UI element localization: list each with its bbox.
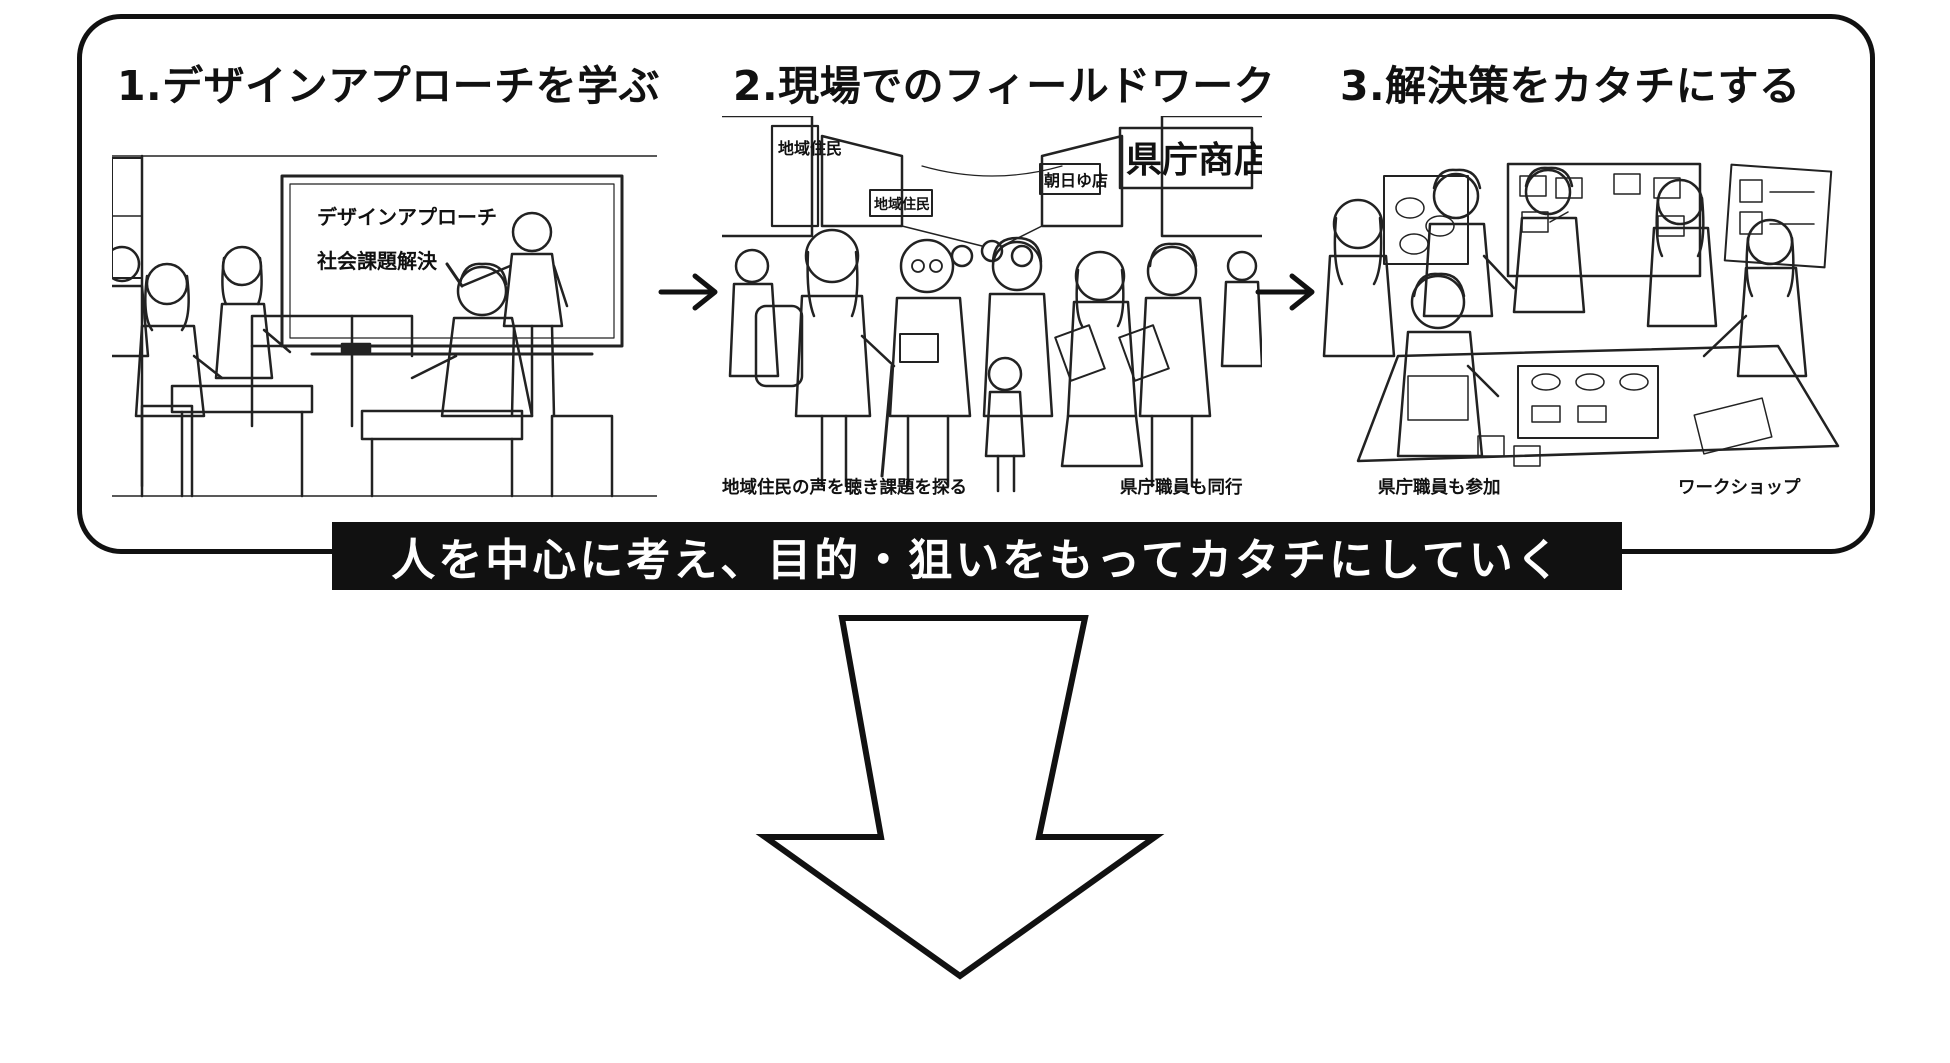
workshop-caption-right: ワークショップ <box>1678 477 1801 498</box>
fieldwork-illustration: 地域住民 地域住民 県庁商店 朝日ゆ店 <box>722 116 1262 502</box>
whiteboard-line-2: 社会課題解決 <box>316 249 438 273</box>
sign-3: 地域住民 <box>874 196 930 213</box>
step-2-title: 2.現場でのフィールドワーク <box>733 52 1275 112</box>
fieldwork-caption-left: 地域住民の声を聴き課題を探る <box>722 477 967 498</box>
down-arrow-icon <box>755 612 1165 984</box>
sign-4: 朝日ゆ店 <box>1044 171 1108 190</box>
sign-1: 地域住民 <box>778 139 842 158</box>
fieldwork-caption-right: 県庁職員も同行 <box>1120 477 1243 498</box>
whiteboard-line-1: デザインアプローチ <box>317 205 497 229</box>
step-3-title: 3.解決策をカタチにする <box>1340 52 1801 112</box>
banner: 人を中心に考え、目的・狙いをもってカタチにしていく <box>332 522 1622 590</box>
workshop-caption-left: 県庁職員も参加 <box>1378 477 1501 498</box>
right-arrow-icon <box>1254 270 1318 314</box>
sign-2: 県庁商店 <box>1126 140 1262 181</box>
classroom-illustration: デザインアプローチ 社会課題解決 <box>112 116 657 502</box>
step-1-title: 1.デザインアプローチを学ぶ <box>117 52 660 112</box>
workshop-illustration: 県庁職員も参加 ワークショップ <box>1318 116 1848 502</box>
right-arrow-icon <box>657 270 721 314</box>
